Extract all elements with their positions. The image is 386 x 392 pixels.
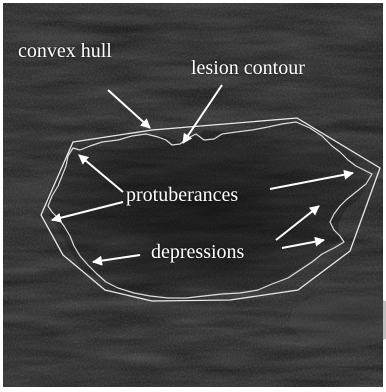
label-depressions: depressions	[151, 242, 244, 262]
label-protuberances: protuberances	[126, 185, 238, 205]
label-lesion-contour: lesion contour	[191, 58, 305, 78]
label-convex-hull: convex hull	[18, 41, 112, 61]
